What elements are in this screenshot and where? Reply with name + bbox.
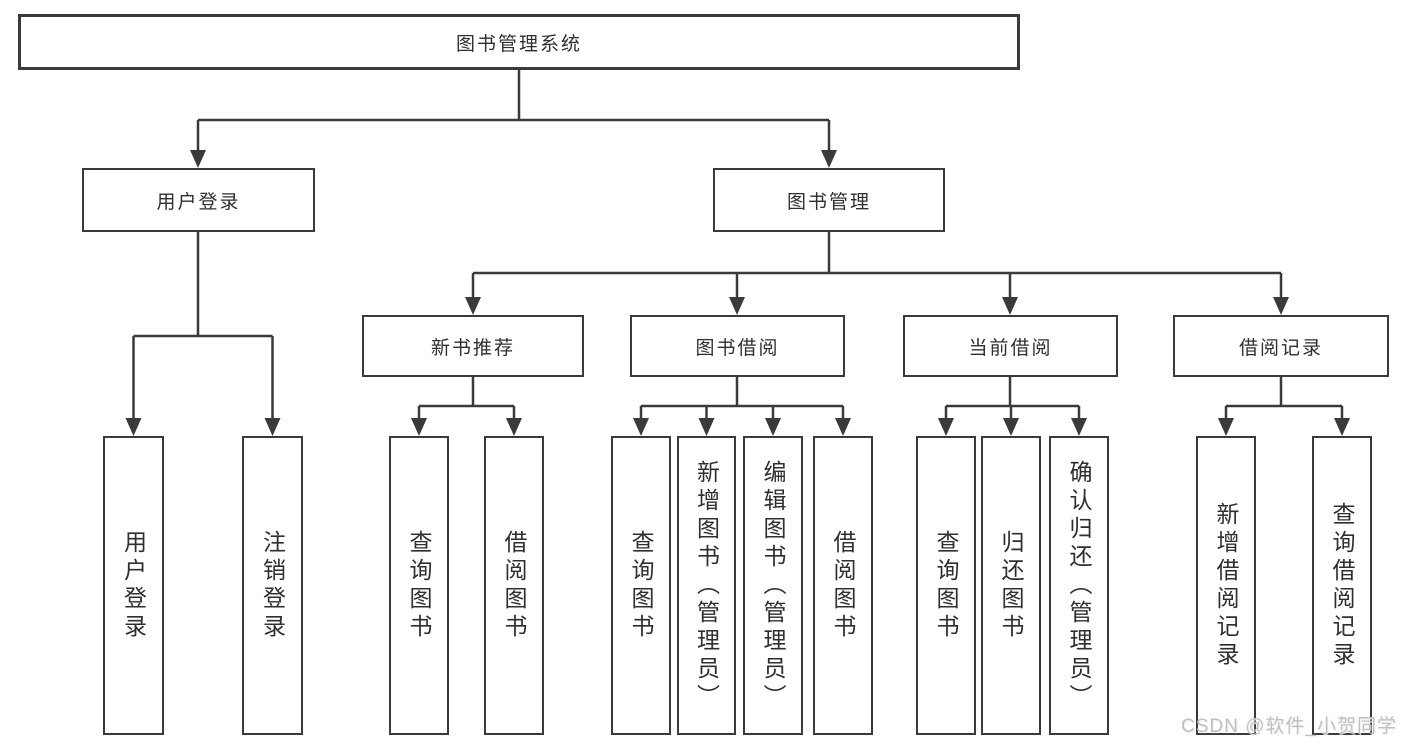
node-book-borrow: 图书借阅 — [630, 315, 845, 377]
connector-borrow-records-to-leaves — [1224, 377, 1344, 419]
leaf-borrow-books: 借阅图书 — [484, 436, 544, 735]
node-user-login: 用户登录 — [82, 168, 315, 232]
arrow-down-icon — [1071, 418, 1087, 436]
arrow-down-icon — [465, 297, 481, 315]
leaf-user-login: 用户登录 — [103, 436, 164, 735]
node-library-management-system: 图书管理系统 — [18, 14, 1020, 70]
leaf-query-books: 查询图书 — [389, 436, 449, 735]
connector-book-borrow-to-leaves — [639, 377, 845, 419]
arrow-down-icon — [1003, 418, 1019, 436]
node-current-borrow: 当前借阅 — [903, 315, 1118, 377]
node-borrow-records: 借阅记录 — [1173, 315, 1389, 377]
arrow-down-icon — [835, 418, 851, 436]
arrow-down-icon — [633, 418, 649, 436]
arrow-down-icon — [698, 418, 715, 436]
arrow-down-icon — [1273, 297, 1289, 315]
leaf-edit-book-admin: 编辑图书（管理员） — [743, 436, 803, 735]
arrow-down-icon — [1334, 418, 1350, 436]
leaf-add-borrow-record: 新增借阅记录 — [1196, 436, 1256, 735]
arrow-down-icon — [1218, 418, 1234, 436]
leaf-confirm-return-admin: 确认归还（管理员） — [1049, 436, 1109, 735]
arrow-down-icon — [729, 297, 745, 315]
arrow-down-icon — [938, 418, 954, 436]
connector-root-to-level2 — [196, 70, 831, 151]
leaf-query-books: 查询图书 — [611, 436, 671, 735]
arrow-down-icon — [190, 150, 206, 168]
arrow-down-icon — [1002, 297, 1018, 315]
connector-current-borrow-to-leaves — [944, 377, 1081, 419]
leaf-return-books: 归还图书 — [981, 436, 1041, 735]
arrow-down-icon — [264, 418, 281, 436]
node-new-book-recommend: 新书推荐 — [362, 315, 584, 377]
node-book-management: 图书管理 — [713, 168, 945, 232]
arrow-down-icon — [125, 418, 142, 436]
connector-book-mgmt-to-level3 — [471, 232, 1283, 298]
leaf-logout: 注销登录 — [242, 436, 303, 735]
arrow-down-icon — [411, 418, 427, 436]
leaf-query-books: 查询图书 — [916, 436, 976, 735]
arrowheads — [125, 150, 1350, 436]
leaf-add-book-admin: 新增图书（管理员） — [677, 436, 736, 735]
csdn-watermark: CSDN @软件_小贺同学 — [1181, 716, 1397, 737]
arrow-down-icon — [506, 418, 522, 436]
connector-new-book-to-leaves — [417, 377, 516, 419]
connector-user-login-to-leaves — [132, 232, 274, 419]
arrow-down-icon — [821, 150, 837, 168]
arrow-down-icon — [765, 418, 781, 436]
leaf-borrow-books: 借阅图书 — [813, 436, 873, 735]
leaf-query-borrow-record: 查询借阅记录 — [1312, 436, 1372, 735]
